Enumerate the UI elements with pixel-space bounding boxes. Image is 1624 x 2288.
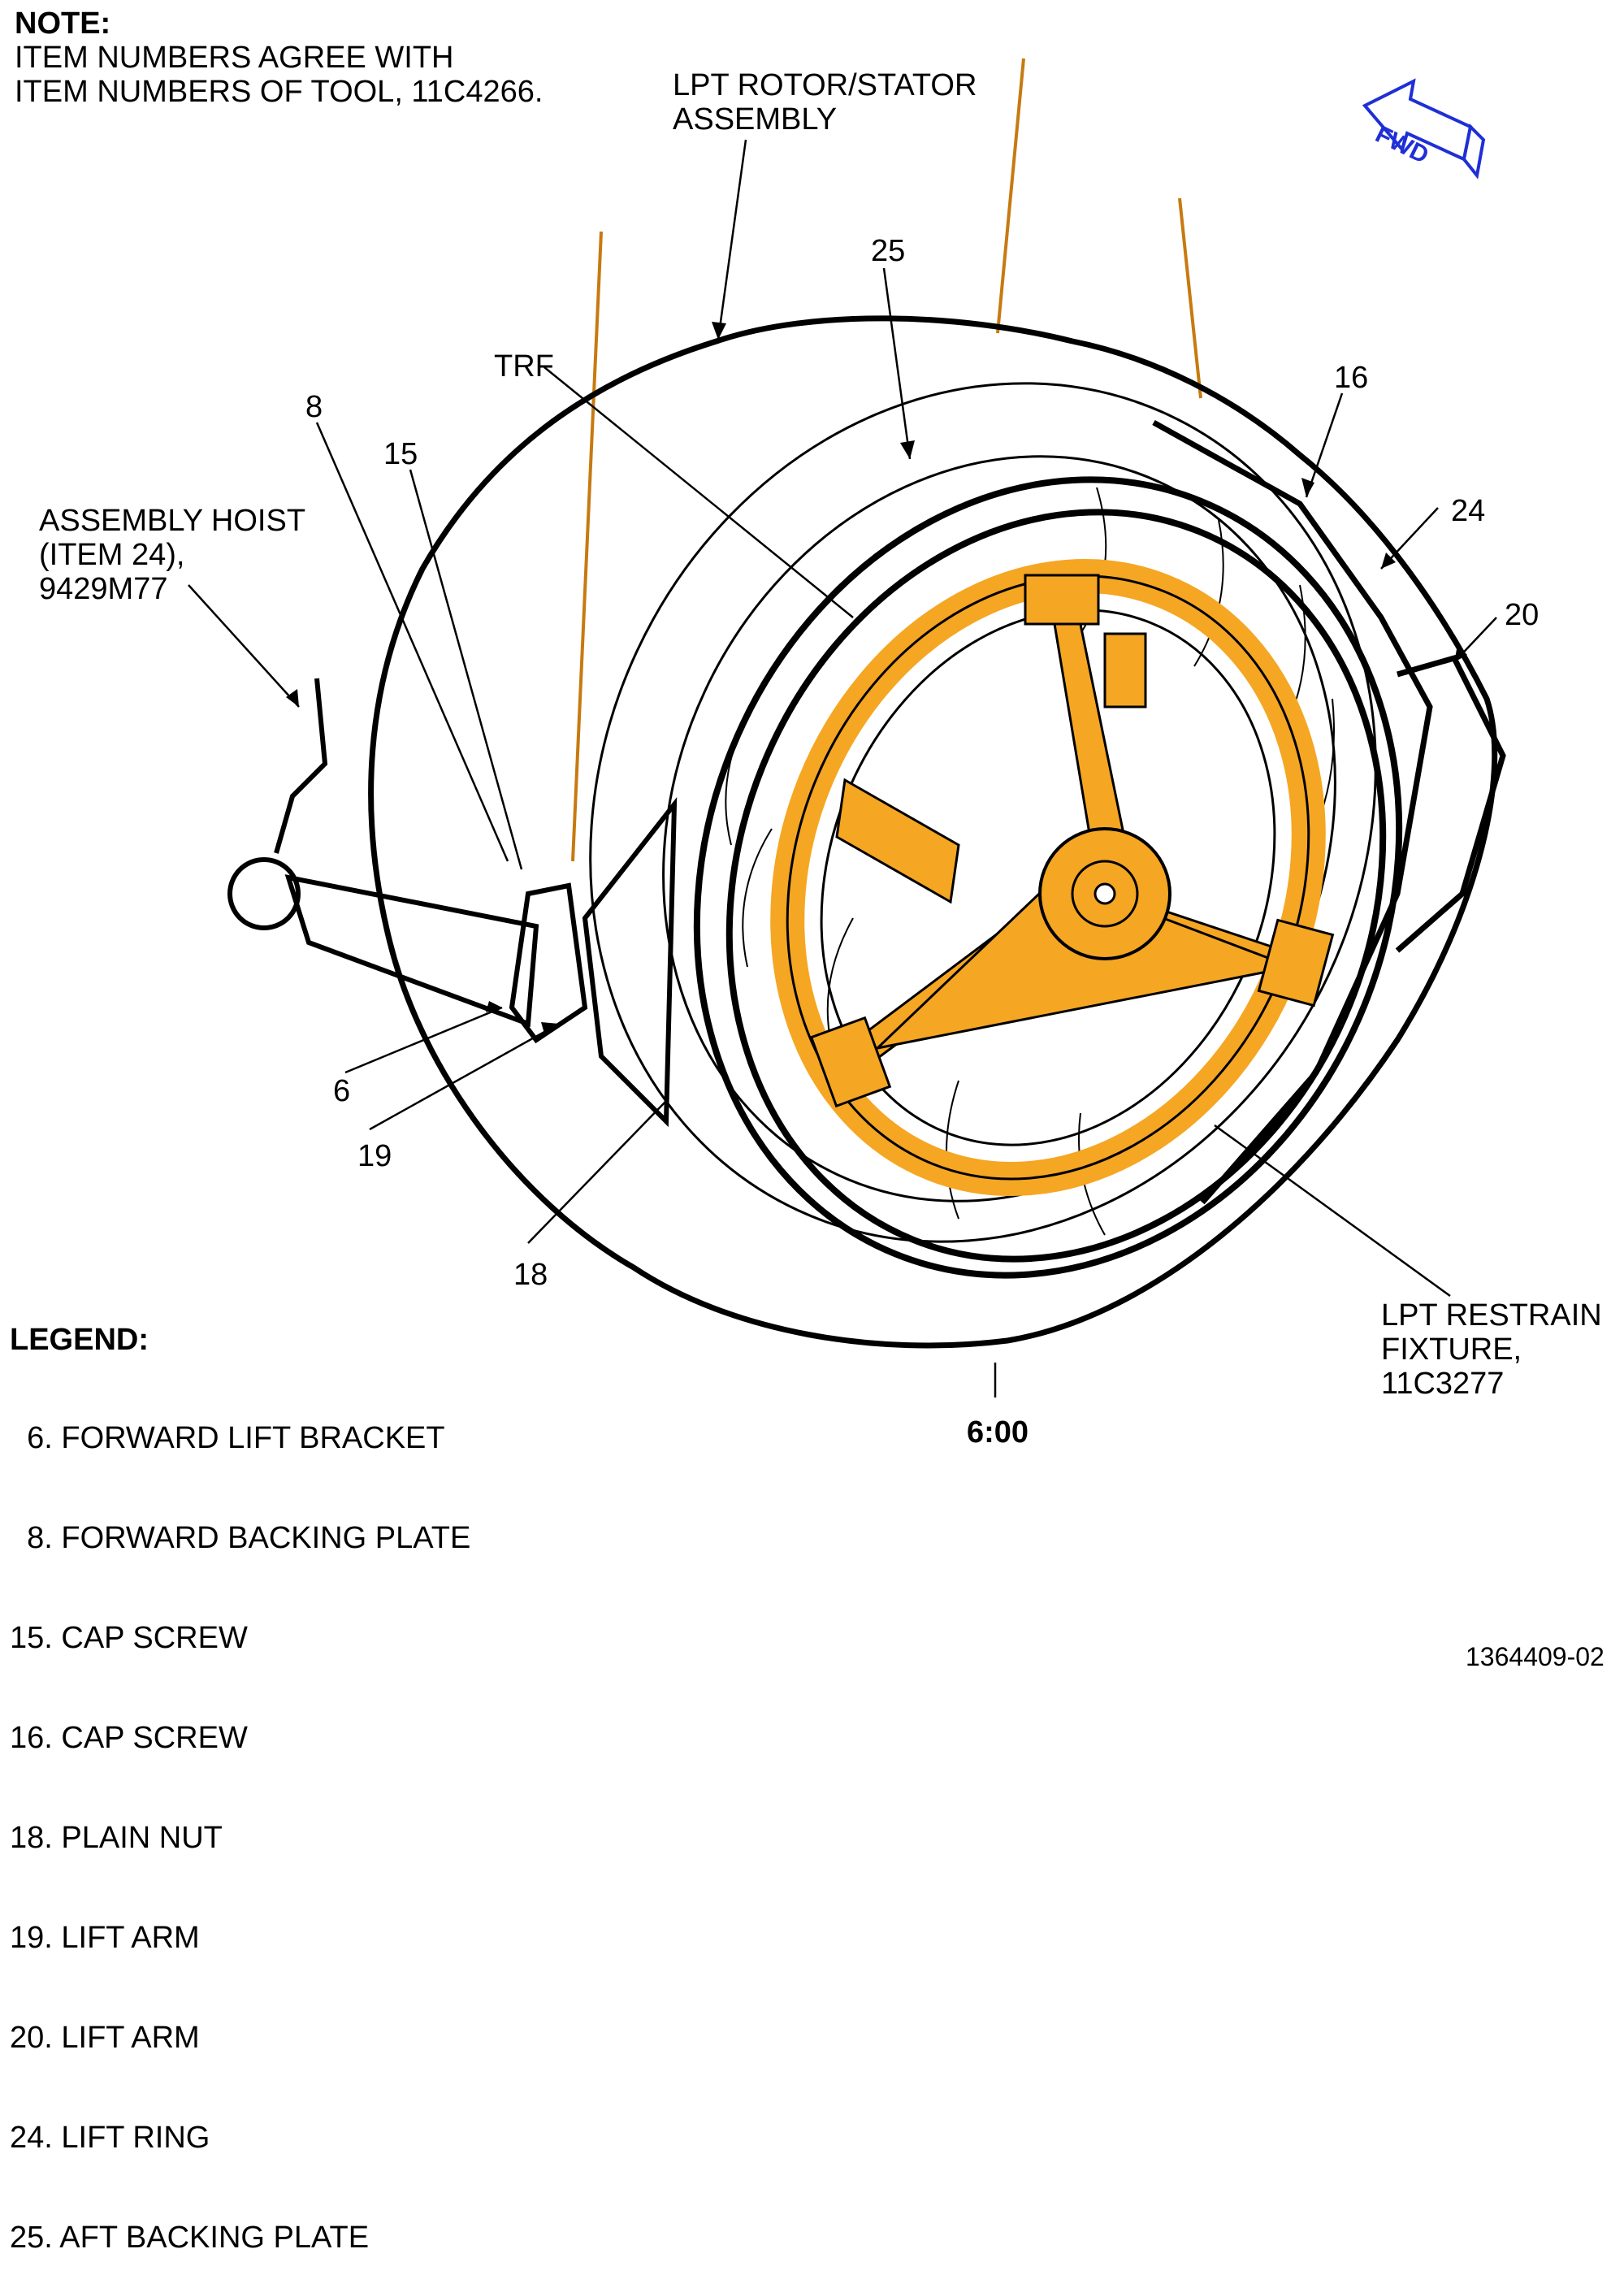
callout-leaders	[188, 139, 1497, 1398]
figure-number: 1364409-02	[1466, 1642, 1605, 1671]
callout-lpt-rotor-stator-line-1: LPT ROTOR/STATOR	[673, 68, 977, 102]
note-heading: NOTE:	[15, 6, 111, 41]
legend-item: 24. LIFT RING	[10, 2121, 210, 2155]
lpt-restrain-fixture	[770, 559, 1335, 1196]
assembly-hoist-beam	[227, 678, 678, 1128]
forward-direction-arrow	[1362, 78, 1486, 180]
lpt-rotor-stator-casing	[368, 315, 1498, 1349]
callout-lpt-restrain-line-2: FIXTURE,	[1381, 1332, 1522, 1367]
callout-six-oclock: 6:00	[967, 1415, 1029, 1450]
callout-arrowheads	[286, 322, 1467, 1034]
callout-item-8: 8	[305, 390, 323, 424]
callout-lpt-restrain-line-3: 11C3277	[1381, 1367, 1505, 1401]
legend-heading: LEGEND:	[10, 1323, 149, 1357]
hoist-cables	[571, 58, 1202, 862]
callout-trf: TRF	[494, 349, 554, 384]
assembly-illustration	[188, 58, 1506, 1398]
note-line-1: ITEM NUMBERS AGREE WITH	[15, 41, 454, 75]
legend-item: 6. FORWARD LIFT BRACKET	[10, 1421, 445, 1455]
callout-item-25: 25	[871, 234, 906, 268]
callout-item-19: 19	[357, 1139, 392, 1173]
legend-item: 15. CAP SCREW	[10, 1621, 248, 1655]
legend-item: 19. LIFT ARM	[10, 1921, 200, 1955]
legend-item: 20. LIFT ARM	[10, 2021, 200, 2055]
legend-item: 18. PLAIN NUT	[10, 1821, 223, 1855]
callout-item-15: 15	[383, 437, 418, 471]
callout-item-16: 16	[1334, 361, 1369, 395]
callout-lpt-rotor-stator-line-2: ASSEMBLY	[673, 102, 838, 136]
lift-ring-outline	[1152, 419, 1506, 1205]
callout-item-20: 20	[1505, 598, 1540, 632]
legend-item: 25. AFT BACKING PLATE	[10, 2221, 370, 2255]
callout-assembly-hoist-line-3: 9429M77	[39, 572, 168, 606]
callout-lpt-restrain-line-1: LPT RESTRAIN	[1381, 1298, 1602, 1332]
legend-item: 8. FORWARD BACKING PLATE	[10, 1521, 471, 1555]
legend-item: 16. CAP SCREW	[10, 1721, 248, 1755]
callout-item-6: 6	[333, 1074, 351, 1108]
callout-assembly-hoist-line-1: ASSEMBLY HOIST	[39, 504, 306, 538]
callout-item-24: 24	[1451, 494, 1486, 528]
legend-list: 6. FORWARD LIFT BRACKET 8. FORWARD BACKI…	[10, 1355, 470, 2288]
callout-item-18: 18	[513, 1258, 548, 1292]
callout-assembly-hoist-line-2: (ITEM 24),	[39, 538, 185, 572]
note-line-2: ITEM NUMBERS OF TOOL, 11C4266.	[15, 75, 543, 109]
